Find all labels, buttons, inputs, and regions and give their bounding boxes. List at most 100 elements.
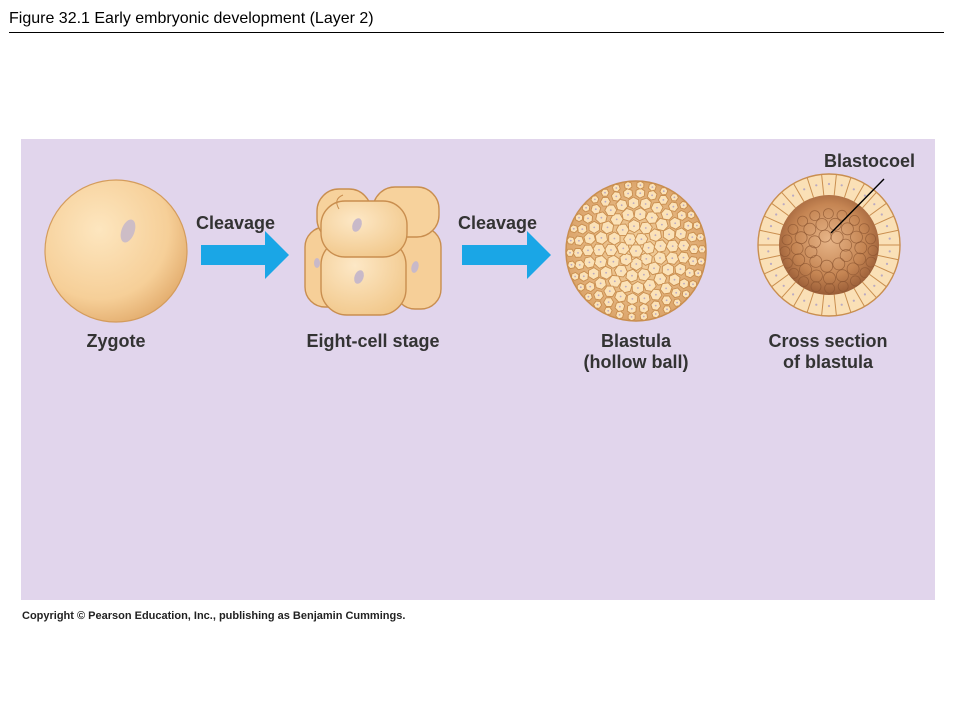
cell-nucleus bbox=[639, 213, 642, 216]
inner-cell bbox=[823, 271, 836, 285]
cell-nucleus bbox=[682, 244, 685, 247]
cell-nucleus bbox=[612, 260, 615, 263]
cell-nucleus bbox=[803, 299, 806, 302]
cell-nucleus bbox=[659, 278, 662, 280]
cell-nucleus bbox=[697, 272, 700, 275]
cell-nucleus bbox=[654, 313, 657, 315]
cell-nucleus bbox=[792, 194, 795, 197]
cell-nucleus bbox=[613, 280, 616, 283]
cell-nucleus bbox=[662, 199, 665, 201]
cell-nucleus bbox=[587, 295, 590, 298]
inner-cell bbox=[865, 233, 876, 245]
cell-nucleus bbox=[609, 209, 612, 212]
cell-nucleus bbox=[604, 191, 606, 194]
cell-nucleus bbox=[692, 260, 694, 263]
cell-nucleus bbox=[599, 261, 602, 263]
cell-nucleus bbox=[688, 272, 691, 274]
inner-cell bbox=[798, 276, 809, 288]
cell-wall bbox=[844, 292, 852, 313]
cell-nucleus bbox=[679, 233, 682, 235]
cell-nucleus bbox=[625, 258, 627, 261]
cell-nucleus bbox=[662, 190, 665, 193]
inner-cell bbox=[859, 267, 871, 279]
cell-wall bbox=[862, 191, 877, 209]
cell-nucleus bbox=[643, 307, 645, 310]
cell-nucleus bbox=[827, 304, 831, 308]
cell-nucleus bbox=[655, 293, 657, 296]
cell-nucleus bbox=[648, 284, 651, 287]
cell-nucleus bbox=[613, 237, 616, 240]
figure-title: Figure 32.1 Early embryonic development … bbox=[9, 10, 374, 27]
cell-nucleus bbox=[615, 187, 618, 189]
cell-wall bbox=[862, 281, 877, 299]
cell-nucleus bbox=[700, 260, 703, 263]
cell-nucleus bbox=[594, 208, 597, 211]
diagram-panel: Cleavage Cleavage Blastocoel Zygote Eigh… bbox=[21, 139, 935, 600]
inner-cell bbox=[846, 262, 860, 276]
cell-nucleus bbox=[840, 184, 843, 187]
blastula-cross-section bbox=[757, 173, 901, 317]
cell-nucleus bbox=[888, 237, 891, 240]
cell-nucleus bbox=[671, 245, 674, 247]
cell-wall bbox=[763, 215, 784, 226]
cell-nucleus bbox=[578, 239, 580, 242]
cross-section-label-line2: of blastula bbox=[783, 352, 874, 372]
cell-nucleus bbox=[578, 216, 580, 219]
cell-nucleus bbox=[666, 308, 668, 311]
cell-nucleus bbox=[803, 188, 806, 191]
inner-cell bbox=[837, 280, 849, 292]
inner-cell bbox=[794, 231, 808, 245]
cell-nucleus bbox=[631, 298, 634, 300]
cell-nucleus bbox=[676, 301, 678, 304]
arrow-2-label: Cleavage bbox=[458, 213, 537, 233]
cell-nucleus bbox=[815, 184, 818, 187]
cell-nucleus bbox=[615, 195, 618, 198]
cell-nucleus bbox=[782, 203, 785, 206]
cell-nucleus bbox=[699, 236, 702, 239]
cell-nucleus bbox=[579, 286, 582, 289]
cell-wall bbox=[874, 215, 895, 226]
cell-wall bbox=[877, 229, 899, 236]
cell-nucleus bbox=[687, 224, 690, 227]
zygote-cell bbox=[44, 179, 188, 323]
cell-nucleus bbox=[588, 261, 591, 264]
cell-nucleus bbox=[690, 213, 693, 216]
cell-nucleus bbox=[629, 238, 631, 241]
cell-wall bbox=[806, 292, 814, 313]
cell-nucleus bbox=[635, 263, 638, 265]
cell-nucleus bbox=[644, 227, 647, 229]
cell-wall bbox=[806, 177, 814, 198]
cell-nucleus bbox=[667, 268, 669, 271]
cell-nucleus bbox=[673, 196, 676, 199]
cell-nucleus bbox=[577, 252, 579, 254]
title-divider bbox=[9, 32, 944, 33]
cell-nucleus bbox=[630, 316, 633, 318]
cell-nucleus bbox=[815, 303, 818, 306]
cleavage-arrow-2 bbox=[462, 231, 551, 279]
cell-wall bbox=[771, 273, 789, 288]
cell-nucleus bbox=[692, 283, 694, 286]
cell-nucleus bbox=[659, 257, 661, 259]
cell-nucleus bbox=[615, 218, 618, 221]
cell-wall bbox=[759, 229, 781, 236]
inner-cell bbox=[836, 209, 848, 221]
cell-nucleus bbox=[656, 206, 658, 209]
cell-wall bbox=[793, 183, 805, 202]
cell-nucleus bbox=[668, 233, 670, 236]
cell-nucleus bbox=[640, 238, 643, 241]
cell-nucleus bbox=[782, 284, 785, 287]
cell-nucleus bbox=[569, 251, 571, 254]
cell-nucleus bbox=[621, 229, 624, 231]
cell-wall bbox=[869, 202, 887, 217]
blastocoel-pointer-line bbox=[830, 178, 885, 234]
cell-nucleus bbox=[627, 184, 630, 187]
inner-cell bbox=[830, 231, 844, 244]
cell-wall bbox=[759, 254, 781, 261]
cell-nucleus bbox=[775, 213, 778, 216]
cell-nucleus bbox=[682, 204, 685, 207]
cell-nucleus bbox=[775, 274, 778, 277]
cell-nucleus bbox=[582, 275, 585, 278]
blastula-label-line1: Blastula bbox=[601, 331, 672, 351]
cell-nucleus bbox=[593, 226, 596, 229]
blastocoel-label: Blastocoel bbox=[824, 151, 915, 171]
